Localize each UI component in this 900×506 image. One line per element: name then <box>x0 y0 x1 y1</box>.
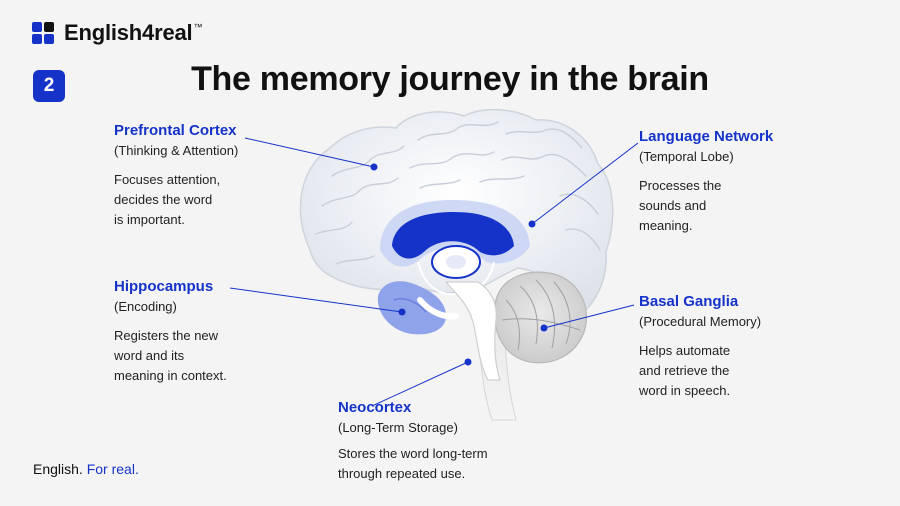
brainstem <box>444 281 501 381</box>
step-badge: 2 <box>33 70 65 102</box>
thalamus-inner <box>446 255 466 269</box>
footer-tagline: English. For real. <box>33 461 139 477</box>
callout-description: Processes the sounds and meaning. <box>639 178 722 233</box>
callout-heading: Neocortex <box>338 399 412 416</box>
logo-grid-icon <box>32 22 54 44</box>
callout-description: Helps automate and retrieve the word in … <box>639 343 731 398</box>
callout-prefrontal-cortex: Prefrontal Cortex (Thinking & Attention)… <box>114 122 238 230</box>
callout-subtitle: (Temporal Lobe) <box>639 149 734 164</box>
page-title: The memory journey in the brain <box>191 60 709 98</box>
callout-description: Registers the new word and its meaning i… <box>114 328 227 383</box>
corpus-callosum <box>392 212 514 259</box>
callout-description: Focuses attention, decides the word is i… <box>114 172 221 227</box>
callout-heading: Basal Ganglia <box>639 293 739 310</box>
callout-language-network: Language Network (Temporal Lobe) Process… <box>639 128 773 236</box>
gyri-lines <box>315 121 601 265</box>
callout-neocortex: Neocortex (Long-Term Storage) Stores the… <box>338 399 488 484</box>
footer-text: English. <box>33 461 83 477</box>
callout-subtitle: (Long-Term Storage) <box>338 420 458 435</box>
footer-accent: For real. <box>86 461 139 477</box>
hippocampus-region <box>377 281 446 335</box>
callout-subtitle: (Procedural Memory) <box>639 314 762 329</box>
brand-logo: English4real™ <box>32 20 202 46</box>
callout-description: Stores the word long-term through repeat… <box>338 446 488 481</box>
connector-lines <box>229 137 639 407</box>
callout-subtitle: (Thinking & Attention) <box>114 143 239 158</box>
cerebellum-folia <box>501 279 581 351</box>
callout-heading: Prefrontal Cortex <box>114 122 237 139</box>
brand-name: English4real™ <box>64 20 203 45</box>
callout-hippocampus: Hippocampus (Encoding) Registers the new… <box>114 278 227 386</box>
callout-subtitle: (Encoding) <box>114 299 177 314</box>
callout-heading: Language Network <box>639 128 774 145</box>
callout-basal-ganglia: Basal Ganglia (Procedural Memory) Helps … <box>639 293 761 401</box>
callout-heading: Hippocampus <box>114 278 214 295</box>
